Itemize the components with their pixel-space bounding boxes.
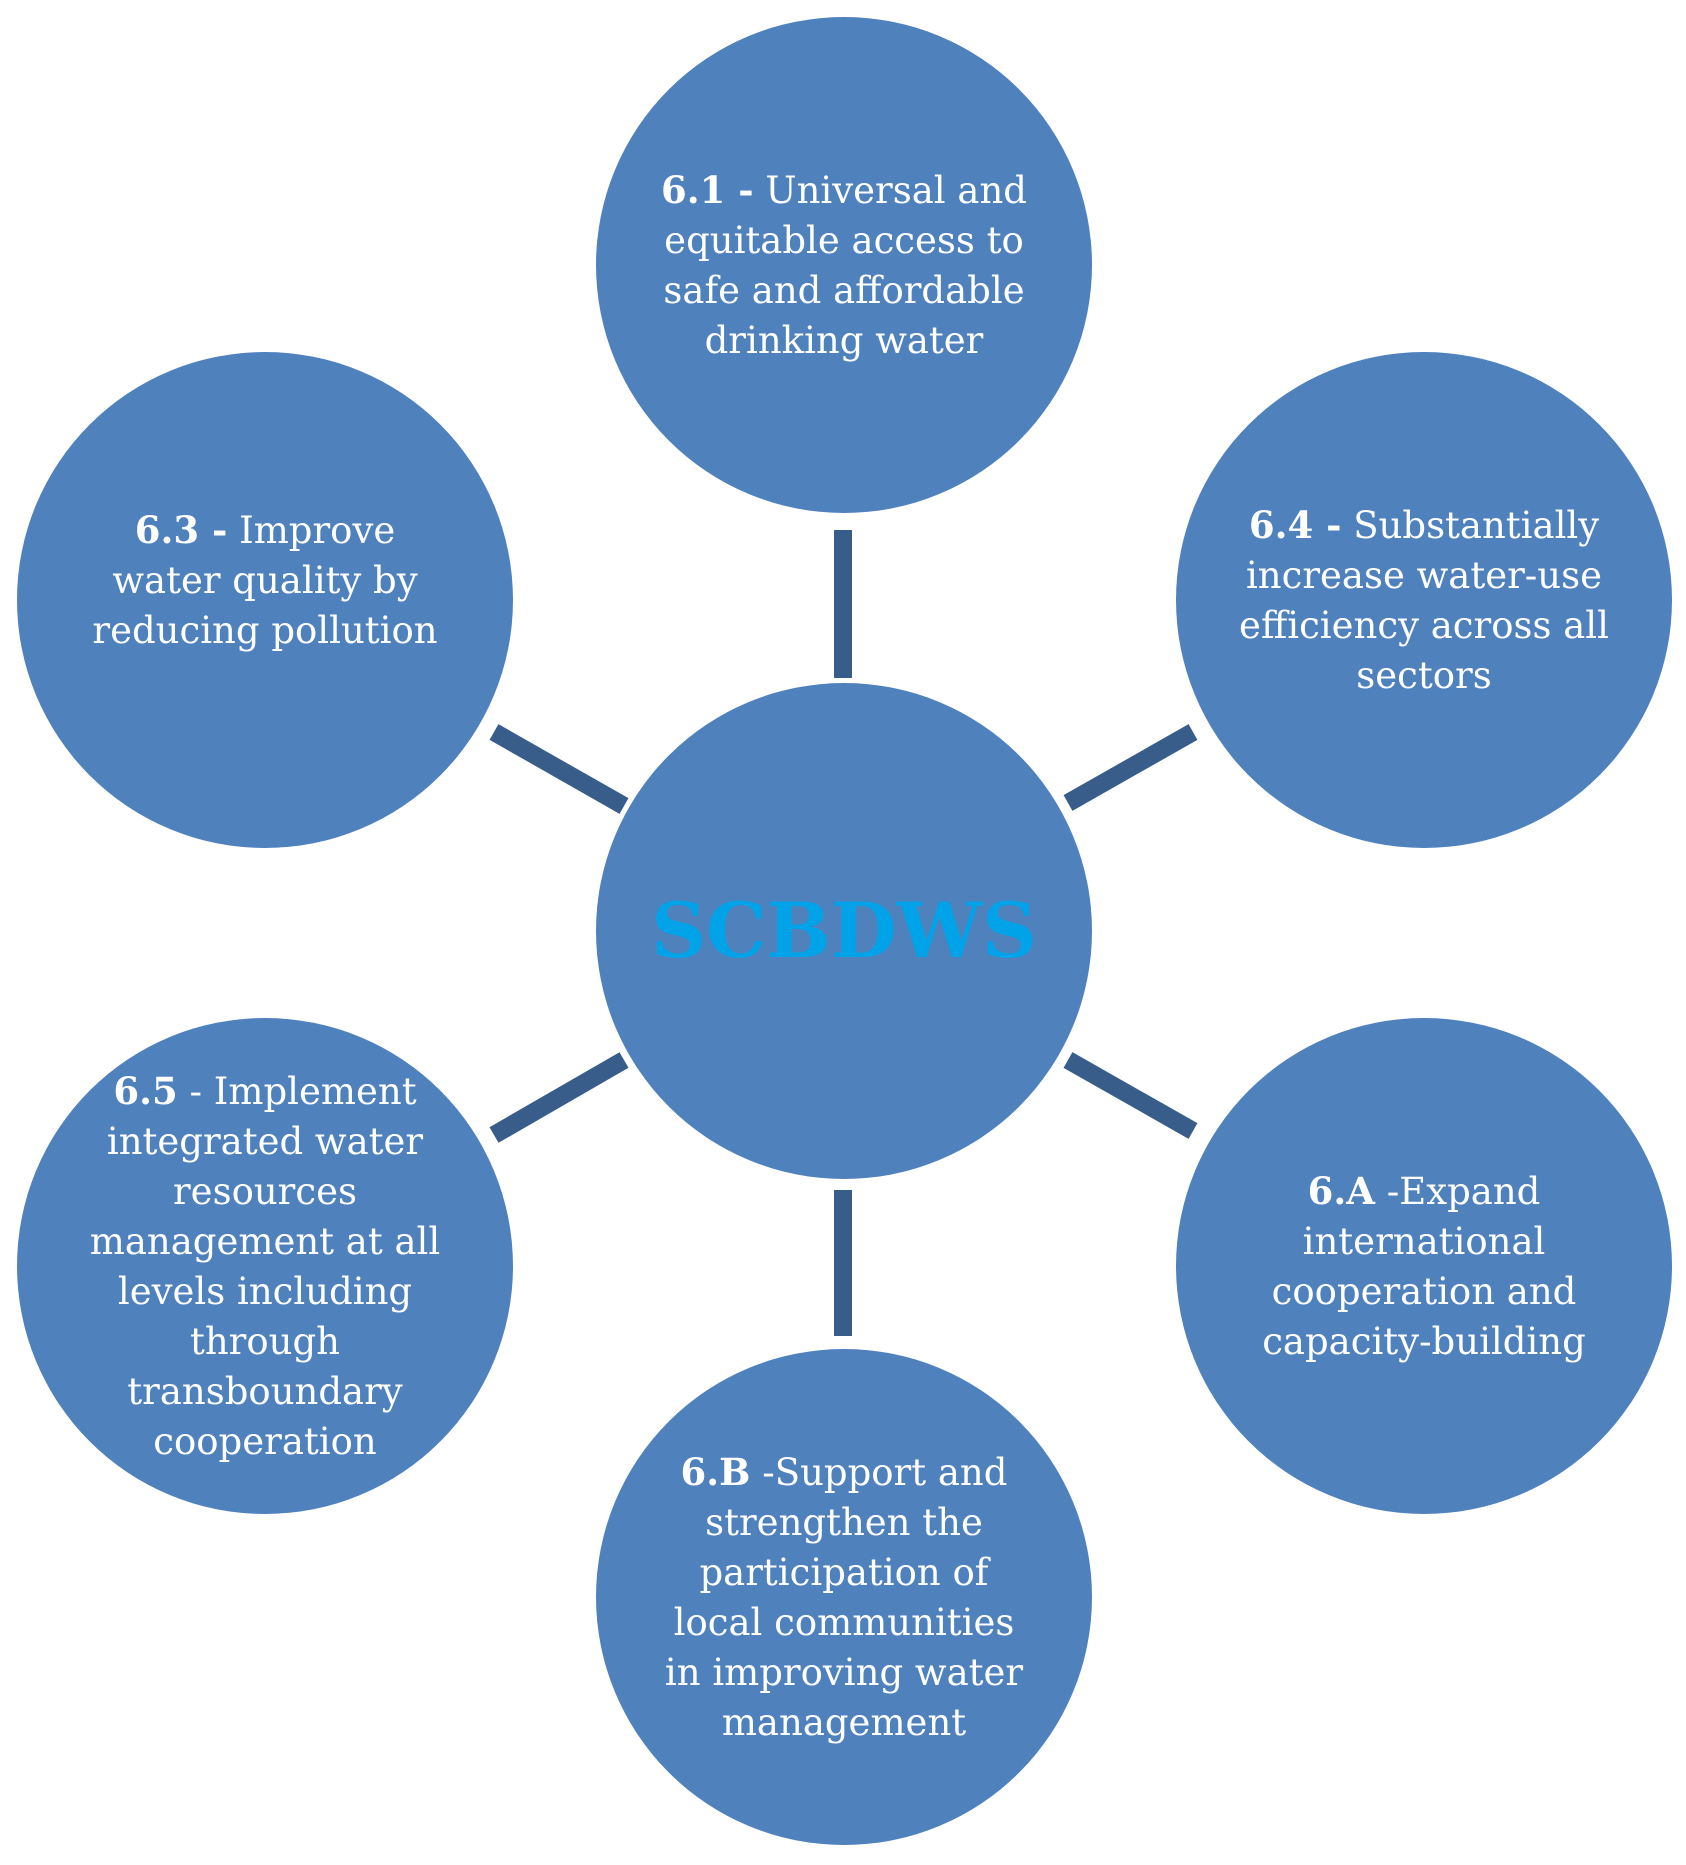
target-node-6-5: 6.5 - Implement integrated water resourc… [17,1018,513,1514]
target-code-6-1: 6.1 - [661,167,754,212]
target-label-6-b: 6.B -Support and strengthen the particip… [654,1447,1034,1748]
target-code-6-5: 6.5 [113,1068,178,1113]
target-text-6-5: - Implement integrated water resources m… [89,1069,441,1463]
target-text-6-4: Substantially increase water-use efficie… [1239,503,1609,697]
target-node-6-4: 6.4 - Substantially increase water-use e… [1176,352,1672,848]
target-label-6-1: 6.1 - Universal and equitable access to … [654,165,1034,366]
target-text-6-1: Universal and equitable access to safe a… [663,168,1027,362]
target-node-6-a: 6.A -Expand international cooperation an… [1176,1018,1672,1514]
target-text-6-a: -Expand international cooperation and ca… [1262,1169,1586,1363]
target-code-6-a: 6.A [1307,1168,1375,1213]
center-node: SCBDWS [596,683,1092,1179]
target-label-6-a: 6.A -Expand international cooperation an… [1234,1166,1614,1367]
target-code-6-b: 6.B [680,1449,751,1494]
target-text-6-3: Improve water quality by reducing pollut… [92,508,438,652]
target-label-6-4: 6.4 - Substantially increase water-use e… [1234,500,1614,701]
target-text-6-b: -Support and strengthen the participatio… [664,1450,1024,1744]
connector-6-5 [489,1052,629,1143]
target-code-6-4: 6.4 - [1248,502,1342,547]
target-label-6-5: 6.5 - Implement integrated water resourc… [80,1066,450,1467]
target-node-6-1: 6.1 - Universal and equitable access to … [596,17,1092,513]
target-node-6-b: 6.B -Support and strengthen the particip… [596,1349,1092,1845]
connector-6-a [1063,1052,1198,1139]
target-code-6-3: 6.3 - [134,507,228,552]
connector-6-3 [489,724,629,814]
center-label: SCBDWS [651,886,1037,975]
target-node-6-3: 6.3 - Improve water quality by reducing … [17,352,513,848]
target-label-6-3: 6.3 - Improve water quality by reducing … [85,505,445,656]
connector-6-4 [1063,724,1198,811]
